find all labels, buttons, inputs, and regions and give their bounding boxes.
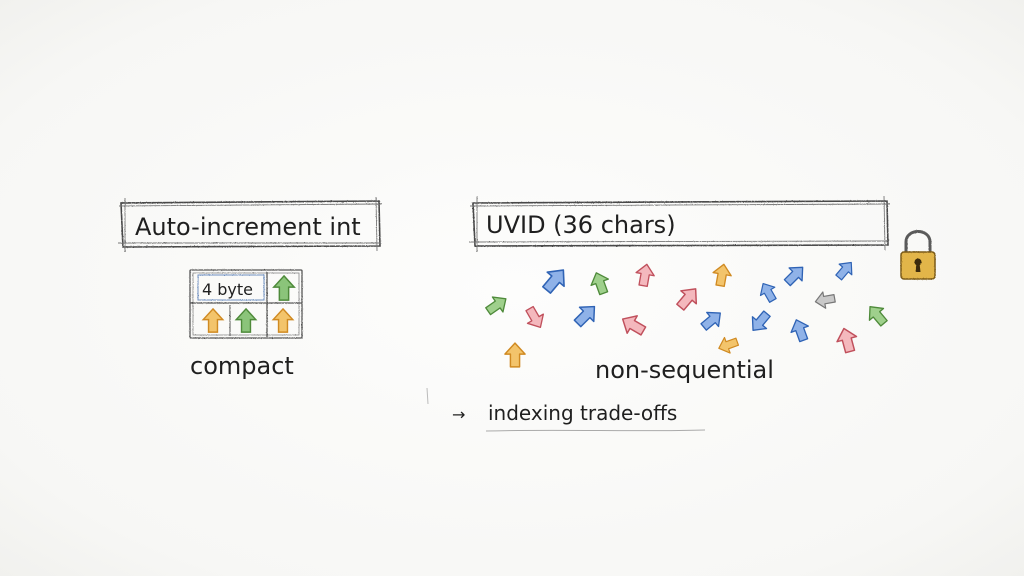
green-arrow-icon [862, 300, 892, 330]
left-title: Auto-increment int [135, 213, 361, 241]
right-caption: non-sequential [595, 356, 774, 384]
left-panel: Auto-increment int 4 byte compact [118, 196, 383, 380]
scattered-arrows [482, 256, 892, 368]
blue-arrow-icon [786, 315, 814, 345]
orange-arrow-icon [715, 333, 741, 357]
green-arrow-icon [482, 290, 512, 320]
left-title-box [118, 196, 383, 252]
green-arrow-icon [272, 275, 296, 301]
right-title: UVID (36 chars) [486, 211, 676, 239]
blue-arrow-icon [569, 298, 603, 332]
red-arrow-icon [833, 325, 861, 355]
cell-label-4-byte: 4 byte [202, 280, 253, 299]
orange-arrow-icon [202, 308, 224, 333]
orange-arrow-icon [504, 342, 526, 368]
compact-table [189, 269, 303, 339]
blue-arrow-icon [755, 278, 781, 306]
note-text: indexing trade-offs [488, 401, 677, 425]
orange-arrow-icon [710, 261, 734, 289]
note-underline [485, 429, 706, 432]
pencil-mark [426, 387, 429, 405]
green-arrow-icon [586, 268, 614, 298]
blue-arrow-icon [537, 262, 573, 298]
blue-arrow-icon [831, 256, 859, 284]
gray-arrow-icon [813, 289, 837, 311]
orange-arrow-icon [272, 308, 294, 333]
green-arrow-icon [235, 308, 257, 333]
red-arrow-icon [633, 262, 657, 288]
left-caption: compact [190, 352, 294, 380]
footer-note: → indexing trade-offs [426, 387, 706, 432]
note-arrow-icon: → [452, 405, 465, 424]
red-arrow-icon [520, 303, 550, 333]
blue-arrow-icon [780, 260, 810, 290]
right-panel: UVID (36 chars) [468, 195, 936, 384]
right-title-box [468, 195, 891, 252]
red-arrow-icon [671, 281, 705, 315]
padlock-icon [900, 230, 936, 280]
blue-arrow-icon [697, 305, 727, 335]
red-arrow-icon [616, 309, 650, 341]
blue-arrow-icon [745, 307, 775, 337]
